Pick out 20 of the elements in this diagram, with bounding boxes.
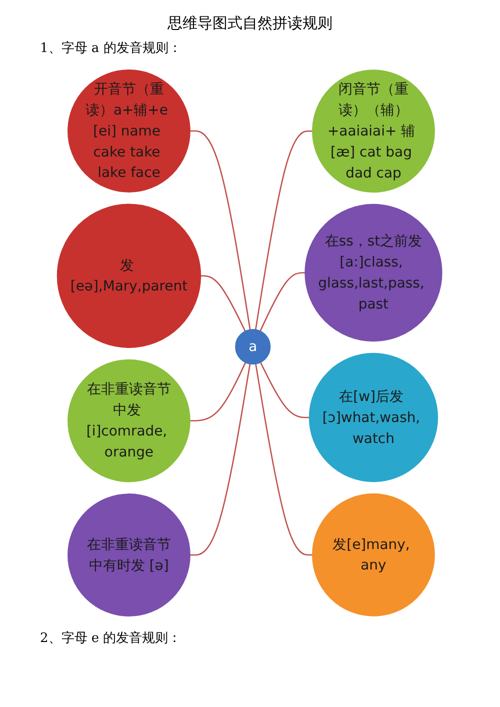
node-circle: a bbox=[236, 328, 272, 365]
node-circle: 在非重读音节中发 [i]comrade, orange bbox=[68, 359, 191, 482]
section-heading: 1、字母 a 的发音规则： bbox=[40, 40, 182, 57]
connector bbox=[256, 364, 313, 556]
connector bbox=[190, 362, 246, 422]
connector bbox=[190, 364, 252, 556]
node-circle: 闭音节（重读）（辅）+aaiaiai+ 辅 [æ] cat bag dad cap bbox=[312, 70, 436, 193]
connector bbox=[260, 272, 306, 332]
section-heading: 2、字母 e 的发音规则： bbox=[40, 630, 182, 647]
node-circle: 在非重读音节中有时发 [ə] bbox=[68, 494, 191, 616]
node-circle: 发 [eə],Mary,parent bbox=[57, 204, 202, 348]
connector bbox=[255, 130, 313, 330]
node-circle: 在ss，st之前发[a:]class, glass,last,pass, past bbox=[305, 204, 443, 342]
node-circle: 开音节（重读）a+辅+e [ei] name cake take lake face bbox=[68, 70, 191, 192]
connector bbox=[201, 275, 246, 332]
node-circle: 发[e]many, any bbox=[312, 493, 436, 616]
connector bbox=[190, 130, 252, 330]
connector bbox=[260, 362, 310, 418]
node-circle: 在[w]后发 [ɔ]what,wash, watch bbox=[309, 352, 438, 482]
diagram-title: 思维导图式自然拼读规则 bbox=[166, 14, 334, 33]
